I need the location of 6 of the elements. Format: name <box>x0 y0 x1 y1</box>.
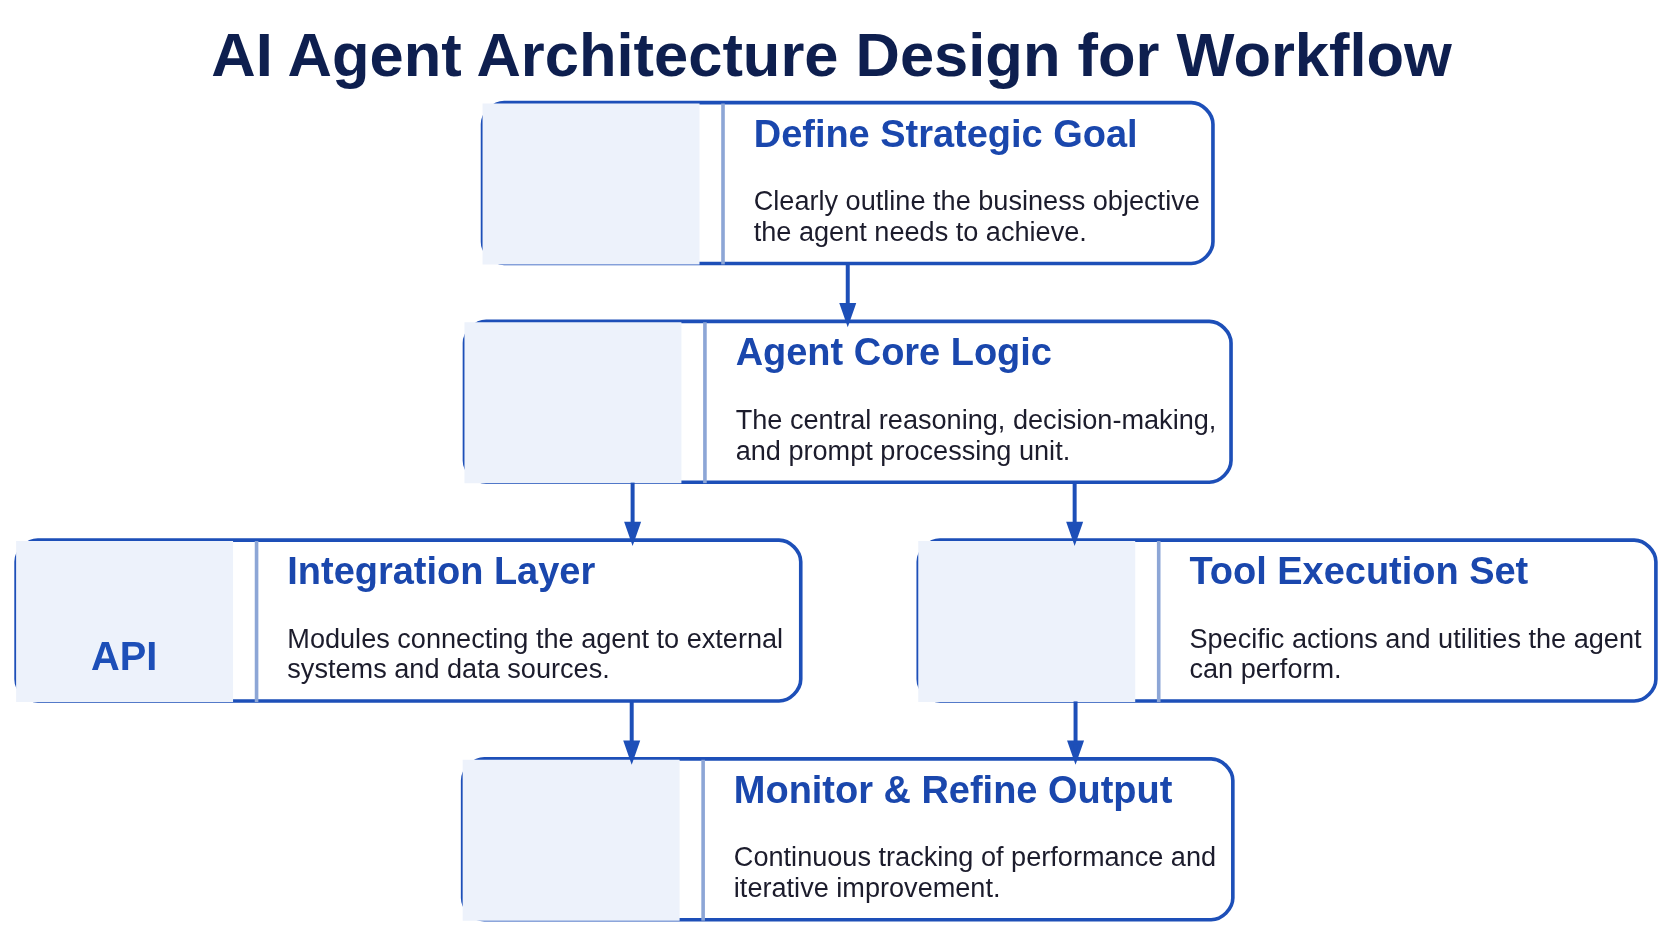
arrow <box>623 701 641 765</box>
arrow <box>1067 701 1085 765</box>
arrow <box>1066 482 1084 547</box>
arrow <box>839 263 857 328</box>
arrow <box>624 482 642 547</box>
diagram-title: AI Agent Architecture Design for Workflow <box>211 19 1452 89</box>
